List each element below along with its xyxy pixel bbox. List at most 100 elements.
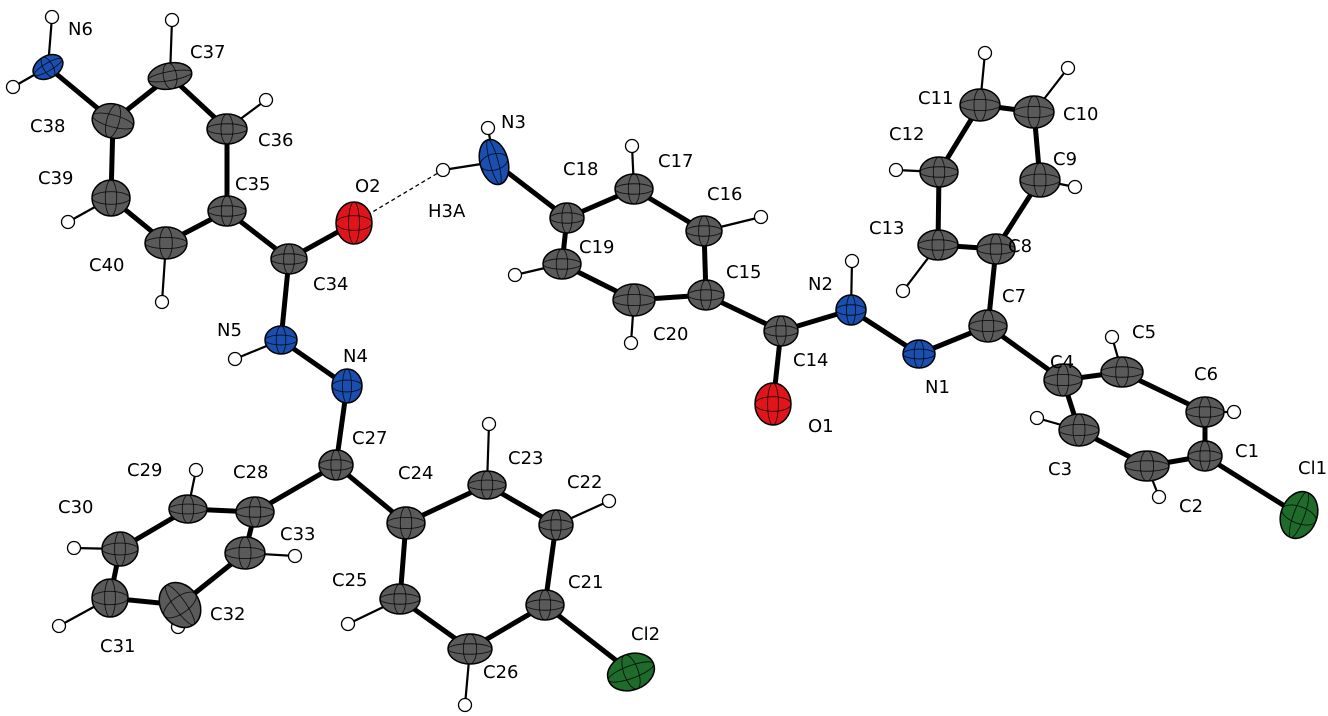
atom-n3 [478, 138, 510, 186]
atom-n4 [331, 368, 363, 404]
hydrogen-atom-c13 [895, 283, 911, 299]
atom-c12 [919, 156, 959, 188]
atom-label-o1: O1 [808, 416, 834, 437]
atom-label-n2: N2 [808, 274, 833, 295]
atom-label-c37: C37 [190, 42, 225, 63]
atom-label-c19: C19 [579, 237, 614, 258]
atom-label-c25: C25 [332, 570, 367, 591]
atom-label-c38: C38 [30, 116, 65, 137]
hydrogen-atom-c17 [624, 138, 640, 154]
atom-c29 [168, 494, 208, 524]
hydrogen-atom-c26 [457, 697, 473, 713]
atom-c19 [542, 248, 582, 280]
heavy-atoms-layer [32, 53, 1319, 692]
atom-label-c12: C12 [889, 124, 924, 145]
hydrogen-atom-n6b [5, 79, 21, 95]
atom-label-c27: C27 [352, 428, 387, 449]
hydrogen-atom-c5 [1104, 329, 1120, 345]
atom-label-c5: C5 [1132, 322, 1156, 343]
atom-o1 [754, 382, 792, 426]
atom-label-c33: C33 [280, 524, 315, 545]
atom-c3 [1058, 413, 1100, 447]
atom-c38 [91, 102, 135, 140]
hydrogen-atom-n3b [480, 120, 496, 136]
atom-label-c9: C9 [1053, 149, 1077, 170]
atom-n6 [32, 53, 64, 81]
hydrogen-atom-c11 [977, 45, 993, 61]
atom-c25 [379, 583, 421, 615]
atom-c18 [549, 202, 585, 234]
atom-c15 [687, 279, 725, 311]
atom-label-c10: C10 [1063, 104, 1098, 125]
atom-c32 [158, 581, 202, 629]
hydrogen-atom-c12 [888, 162, 904, 178]
atom-label-c39: C39 [38, 168, 73, 189]
atom-label-cl2: Cl2 [631, 624, 660, 645]
atom-c5 [1100, 356, 1144, 388]
atom-c23 [467, 470, 507, 500]
atom-c36 [206, 113, 248, 145]
atom-label-c29: C29 [127, 460, 162, 481]
hydrogen-atom-c6 [1226, 404, 1242, 420]
atom-c28 [235, 496, 275, 528]
atom-c17 [614, 173, 654, 205]
atom-c7 [968, 309, 1008, 343]
atom-label-c36: C36 [258, 130, 293, 151]
atom-c10 [1013, 95, 1055, 129]
atom-label-c8: C8 [1008, 236, 1032, 257]
atom-label-c1: C1 [1235, 441, 1259, 462]
hydrogen-atom-c2 [1151, 489, 1167, 505]
atom-label-c7: C7 [1002, 286, 1026, 307]
atom-label-c22: C22 [567, 472, 602, 493]
hydrogen-atom-n6a [44, 9, 60, 25]
atom-c9 [1019, 162, 1061, 198]
atom-cl2 [606, 652, 656, 692]
atom-label-o2: O2 [355, 176, 381, 197]
hydrogen-atom-c40 [154, 294, 170, 310]
hydrogen-atom-n2 [844, 253, 860, 269]
atom-label-n5: N5 [217, 320, 242, 341]
atom-label-h-n3a: H3A [428, 201, 466, 222]
atom-c6 [1185, 396, 1225, 428]
atom-c30 [101, 531, 139, 567]
atom-label-c35: C35 [235, 174, 270, 195]
atom-label-c17: C17 [658, 151, 693, 172]
hydrogen-atom-n3a [435, 162, 451, 178]
hydrogen-atom-n5 [227, 351, 243, 367]
atom-c20 [612, 283, 656, 317]
atom-label-c34: C34 [313, 274, 348, 295]
atom-n5 [264, 325, 298, 355]
atom-c16 [685, 215, 723, 247]
hydrogen-atom-c19 [507, 267, 523, 283]
atom-c22 [538, 509, 574, 541]
atom-c2 [1124, 450, 1170, 482]
atom-label-c23: C23 [508, 448, 543, 469]
hydrogen-atom-c30 [66, 540, 82, 556]
hydrogen-atom-c39 [60, 214, 76, 230]
atom-c11 [959, 88, 1001, 122]
bonds-layer [12, 16, 1302, 706]
atom-c37 [147, 61, 193, 91]
atom-c4 [1043, 363, 1083, 397]
hydrogen-atom-c3 [1029, 410, 1045, 426]
atom-label-cl1: Cl1 [1298, 458, 1327, 479]
atom-c35 [207, 195, 247, 227]
atom-label-c20: C20 [653, 324, 688, 345]
atom-label-c30: C30 [58, 497, 93, 518]
atom-o2 [335, 201, 373, 245]
atom-c40 [144, 226, 188, 260]
hydrogen-atom-c20 [623, 335, 639, 351]
atom-label-c16: C16 [707, 184, 742, 205]
atom-c33 [224, 536, 266, 570]
atom-c13 [917, 229, 959, 261]
atom-label-c18: C18 [563, 159, 598, 180]
atom-label-n6: N6 [68, 19, 93, 40]
atom-label-c28: C28 [233, 462, 268, 483]
hydrogen-atom-c10 [1060, 60, 1076, 76]
atom-c1 [1187, 440, 1223, 472]
hydrogen-atom-c33 [287, 548, 303, 564]
atom-c39 [91, 179, 131, 217]
atom-label-c13: C13 [869, 218, 904, 239]
atom-label-c6: C6 [1194, 364, 1218, 385]
atom-c8 [976, 233, 1016, 265]
